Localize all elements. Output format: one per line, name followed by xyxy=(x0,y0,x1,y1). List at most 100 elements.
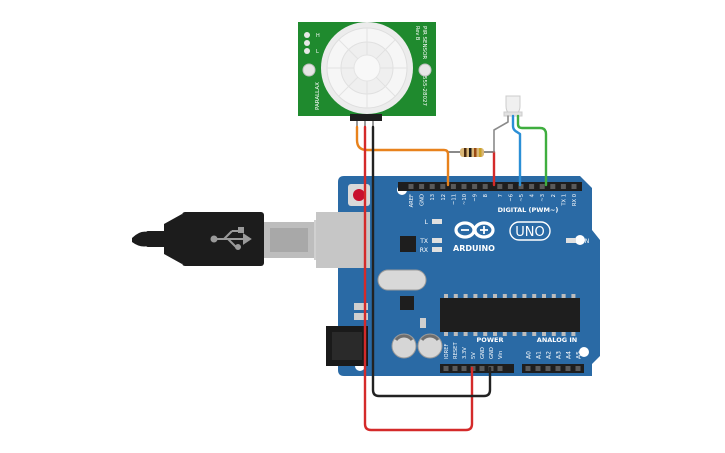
header-pin-label: 3.3V xyxy=(462,347,468,359)
capacitor xyxy=(391,333,417,359)
jumper-label-l: L xyxy=(316,49,319,55)
header-pin-label: TX 1 xyxy=(561,194,567,207)
power-label: POWER xyxy=(477,336,504,344)
wire-orange xyxy=(355,125,450,187)
led-label-l: L xyxy=(425,219,429,226)
pir-revision: Rev B xyxy=(414,26,420,41)
pir-mounting-hole xyxy=(418,63,432,77)
status-leds: L TX RX ON xyxy=(419,219,589,254)
header-pin-label: ~6 xyxy=(508,194,514,202)
led-label-tx: TX xyxy=(419,238,428,245)
header-pin-label: A5 xyxy=(576,351,583,359)
wire-blue xyxy=(511,114,522,187)
led-label-rx: RX xyxy=(420,247,428,254)
header-pin[interactable] xyxy=(539,184,545,189)
header-pin[interactable] xyxy=(452,366,458,371)
header-pin[interactable] xyxy=(507,184,513,189)
header-pin-label: 7 xyxy=(498,194,504,197)
pir-header xyxy=(350,114,382,121)
power-led xyxy=(566,238,576,243)
wires xyxy=(355,114,548,432)
analog-label: ANALOG IN xyxy=(537,336,577,344)
rgb-led xyxy=(503,95,523,117)
header-pin[interactable] xyxy=(472,184,478,189)
header-pin-label: 4 xyxy=(530,193,536,197)
uno-badge: UNO xyxy=(509,221,551,241)
header-pin[interactable] xyxy=(429,184,435,189)
header-pin[interactable] xyxy=(550,184,556,189)
header-pin[interactable] xyxy=(565,366,571,371)
header-pin-label: A4 xyxy=(566,351,573,359)
mounting-hole xyxy=(579,347,589,357)
on-label: ON xyxy=(580,238,589,245)
header-pin[interactable] xyxy=(419,184,425,189)
crystal-oscillator xyxy=(377,269,427,291)
pir-part-number: 555-28027 xyxy=(421,76,427,106)
header-pin[interactable] xyxy=(545,366,551,371)
header-pin-label: ~11 xyxy=(451,194,457,205)
header-pin-label: ~3 xyxy=(540,194,546,202)
header-pin-label: RX 0 xyxy=(572,194,578,206)
header-pin-label: 2 xyxy=(551,194,557,197)
header-pin[interactable] xyxy=(560,184,566,189)
header-pin[interactable] xyxy=(518,184,524,189)
header-pin-label: RESET xyxy=(453,342,459,359)
usb-cable xyxy=(132,212,342,266)
header-pin[interactable] xyxy=(555,366,561,371)
jumper-pin xyxy=(304,40,310,46)
header-pin-label: ~9 xyxy=(473,194,479,202)
header-pin-label: ~10 xyxy=(462,194,468,205)
led-leg-red xyxy=(493,115,509,153)
usb-icon xyxy=(210,227,252,250)
header-pin-label: A1 xyxy=(536,351,543,359)
header-pin[interactable] xyxy=(450,184,456,189)
header-pin-label: A3 xyxy=(556,351,563,359)
svg-text:UNO: UNO xyxy=(515,225,544,240)
header-pin[interactable] xyxy=(461,184,467,189)
header-pin-label: GND xyxy=(480,347,486,359)
digital-label: DIGITAL (PWM~) xyxy=(498,206,559,214)
header-pin[interactable] xyxy=(479,366,485,371)
wire-black-ground xyxy=(371,125,492,398)
header-pin[interactable] xyxy=(535,366,541,371)
header-pin[interactable] xyxy=(443,366,449,371)
header-pin[interactable] xyxy=(497,366,503,371)
header-pin[interactable] xyxy=(497,184,503,189)
jumper-label-h: H xyxy=(316,33,320,39)
header-pin-label: A2 xyxy=(546,351,553,359)
arduino-logo: ARDUINO xyxy=(453,221,495,253)
pir-mounting-hole xyxy=(302,63,316,77)
header-pin[interactable] xyxy=(461,366,467,371)
header-pin[interactable] xyxy=(482,184,488,189)
header-pin-label: 13 xyxy=(430,194,436,201)
header-pin-label: IOREF xyxy=(444,344,450,359)
header-pin-label: 5V xyxy=(471,352,477,359)
header-pin-label: GND xyxy=(420,194,426,206)
mounting-hole xyxy=(575,235,585,245)
header-pin-label: ~5 xyxy=(519,194,525,202)
header-pin[interactable] xyxy=(525,366,531,371)
pir-sensor: H L PARALLAX PIR SENSOR Rev B 5 xyxy=(298,22,436,127)
header-pin[interactable] xyxy=(571,184,577,189)
header-pin[interactable] xyxy=(575,366,581,371)
header-pin-label: A0 xyxy=(526,351,533,359)
regulator-chip xyxy=(400,236,416,252)
header-pin-label: Vin xyxy=(498,351,504,359)
header-pin[interactable] xyxy=(440,184,446,189)
pir-maker: PARALLAX xyxy=(315,82,321,110)
wire-red-power xyxy=(363,125,474,432)
capacitor xyxy=(417,333,443,359)
wire-green xyxy=(516,114,548,187)
small-ic xyxy=(400,296,414,310)
header-pin[interactable] xyxy=(529,184,535,189)
board-usb-connector xyxy=(316,212,370,268)
pir-title: PIR SENSOR xyxy=(421,26,427,59)
header-pin-label: 8 xyxy=(483,194,489,197)
header-pin[interactable] xyxy=(408,184,414,189)
jumper-pin xyxy=(304,48,310,54)
